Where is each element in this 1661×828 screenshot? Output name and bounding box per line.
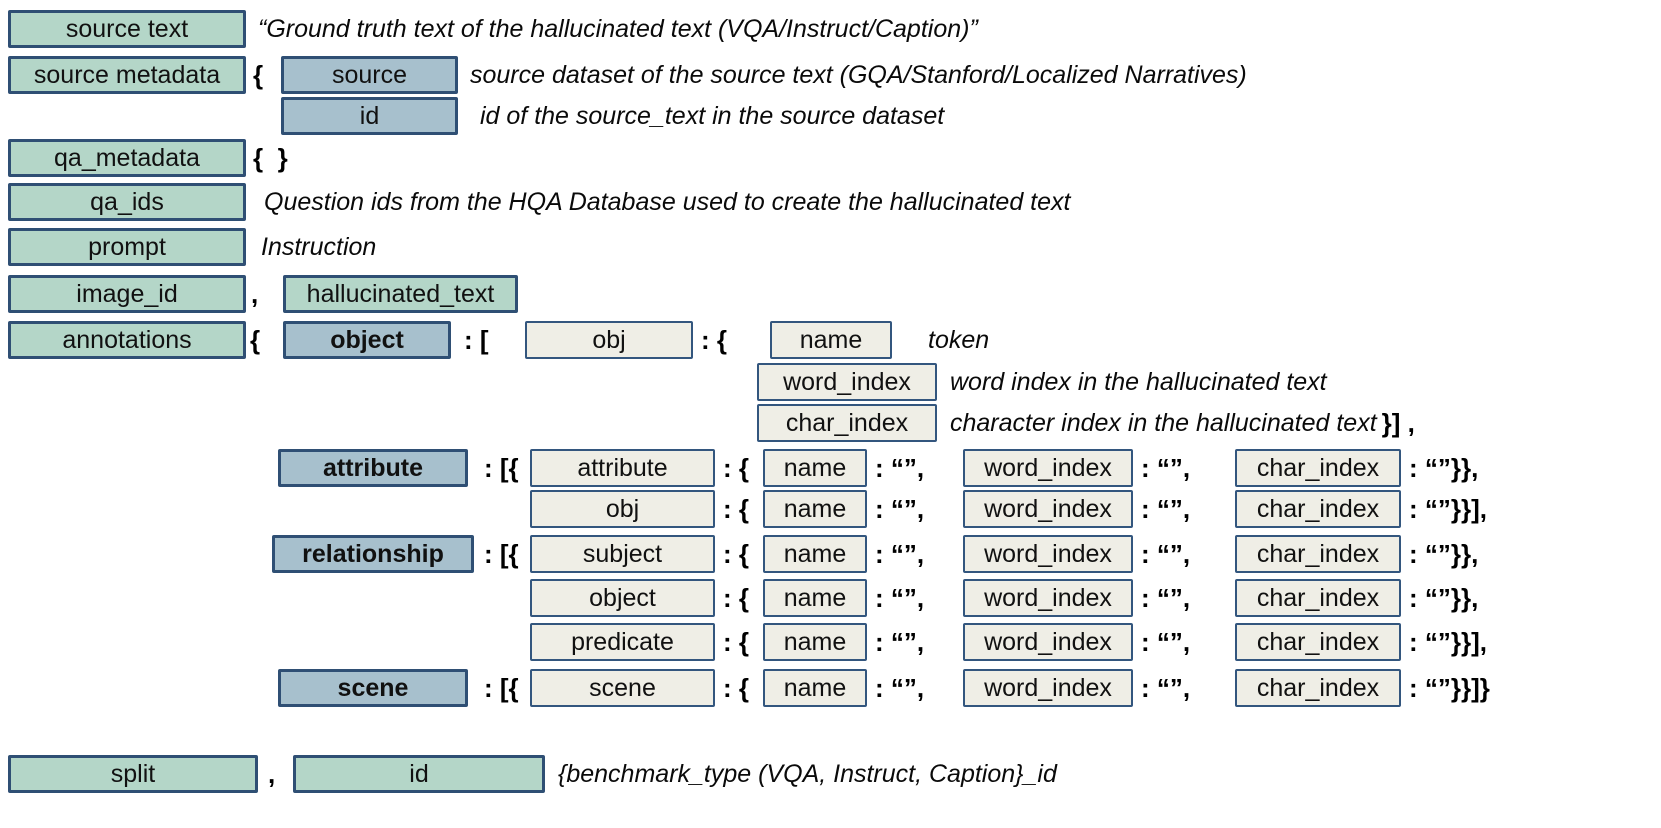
field-box-attribute: attribute <box>278 449 468 487</box>
field-box-word-index: word_index <box>963 449 1133 487</box>
punct-colon-bracket-brace: : [{ <box>484 672 519 703</box>
punct-row-tail: : “”}}]} <box>1409 672 1490 703</box>
field-box-name: name <box>763 579 867 617</box>
field-box-word-index: word_index <box>757 363 937 401</box>
field-box-source-text: source text <box>8 10 246 48</box>
punct-colon-quotes-comma: : “”, <box>1141 493 1191 524</box>
field-box-qa-metadata: qa_metadata <box>8 139 246 177</box>
desc-prompt: Instruction <box>261 232 377 261</box>
desc-benchmark-id: {benchmark_type (VQA, Instruct, Caption}… <box>558 759 1057 788</box>
field-box-predicate: predicate <box>530 623 715 661</box>
punct-colon-quotes-comma: : “”, <box>1141 672 1191 703</box>
punct-colon-bracket-brace: : [{ <box>484 538 519 569</box>
field-box-name: name <box>763 449 867 487</box>
punct-colon-quotes-comma: : “”, <box>1141 582 1191 613</box>
punct-close-object-array: }] , <box>1381 407 1415 438</box>
punct-row-tail: : “”}}, <box>1409 538 1479 569</box>
field-box-word-index: word_index <box>963 669 1133 707</box>
desc-word-index: word index in the hallucinated text <box>950 367 1327 396</box>
field-box-benchmark-id: id <box>293 755 545 793</box>
field-box-char-index: char_index <box>1235 490 1401 528</box>
desc-source: source dataset of the source text (GQA/S… <box>470 60 1247 89</box>
field-box-word-index: word_index <box>963 490 1133 528</box>
punct-colon-quotes-comma: : “”, <box>875 493 925 524</box>
field-box-word-index: word_index <box>963 535 1133 573</box>
punct-colon-bracket: : [ <box>464 324 489 355</box>
field-box-annotations: annotations <box>8 321 246 359</box>
field-box-name: name <box>763 669 867 707</box>
punct-colon-brace: : { <box>701 324 727 355</box>
punct-empty-object: { } <box>253 142 288 173</box>
punct-colon-quotes-comma: : “”, <box>1141 452 1191 483</box>
field-box-char-index: char_index <box>1235 579 1401 617</box>
punct-open-brace: { <box>250 324 261 355</box>
field-box-subject: subject <box>530 535 715 573</box>
desc-source-text: “Ground truth text of the hallucinated t… <box>258 14 978 43</box>
punct-open-brace: { <box>253 59 264 90</box>
desc-token: token <box>928 325 990 354</box>
field-box-attribute-inner: attribute <box>530 449 715 487</box>
field-box-name: name <box>770 321 892 359</box>
field-box-object: object <box>283 321 451 359</box>
punct-colon-brace: : { <box>723 493 749 524</box>
punct-colon-quotes-comma: : “”, <box>1141 626 1191 657</box>
field-box-prompt: prompt <box>8 228 246 266</box>
desc-char-index-row: character index in the hallucinated text… <box>950 404 1415 442</box>
field-box-char-index: char_index <box>1235 623 1401 661</box>
punct-colon-quotes-comma: : “”, <box>875 452 925 483</box>
field-box-qa-ids: qa_ids <box>8 183 246 221</box>
field-box-relationship: relationship <box>272 535 474 573</box>
desc-id: id of the source_text in the source data… <box>480 101 945 130</box>
field-box-image-id: image_id <box>8 275 246 313</box>
field-box-name: name <box>763 623 867 661</box>
field-box-name: name <box>763 490 867 528</box>
field-box-char-index: char_index <box>1235 449 1401 487</box>
desc-char-index: character index in the hallucinated text <box>950 408 1377 437</box>
punct-comma: , <box>251 278 259 309</box>
punct-colon-brace: : { <box>723 538 749 569</box>
punct-row-tail: : “”}}, <box>1409 582 1479 613</box>
field-box-char-index: char_index <box>1235 669 1401 707</box>
punct-colon-brace: : { <box>723 582 749 613</box>
field-box-obj: obj <box>525 321 693 359</box>
punct-row-tail: : “”}}, <box>1409 452 1479 483</box>
field-box-object-inner: object <box>530 579 715 617</box>
punct-row-tail: : “”}}], <box>1409 626 1487 657</box>
field-box-scene-inner: scene <box>530 669 715 707</box>
punct-colon-quotes-comma: : “”, <box>875 672 925 703</box>
desc-qa-ids: Question ids from the HQA Database used … <box>264 187 1071 216</box>
punct-row-tail: : “”}}], <box>1409 493 1487 524</box>
punct-comma: , <box>268 758 276 789</box>
field-box-source: source <box>281 56 458 94</box>
field-box-hallucinated-text: hallucinated_text <box>283 275 518 313</box>
field-box-id: id <box>281 97 458 135</box>
field-box-scene: scene <box>278 669 468 707</box>
field-box-word-index: word_index <box>963 579 1133 617</box>
punct-colon-quotes-comma: : “”, <box>875 538 925 569</box>
field-box-split: split <box>8 755 258 793</box>
field-box-char-index: char_index <box>1235 535 1401 573</box>
field-box-source-metadata: source metadata <box>8 56 246 94</box>
punct-colon-brace: : { <box>723 626 749 657</box>
punct-colon-quotes-comma: : “”, <box>875 582 925 613</box>
punct-colon-bracket-brace: : [{ <box>484 452 519 483</box>
field-box-char-index: char_index <box>757 404 937 442</box>
punct-colon-quotes-comma: : “”, <box>1141 538 1191 569</box>
field-box-obj-inner: obj <box>530 490 715 528</box>
field-box-name: name <box>763 535 867 573</box>
punct-colon-brace: : { <box>723 452 749 483</box>
punct-colon-brace: : { <box>723 672 749 703</box>
field-box-word-index: word_index <box>963 623 1133 661</box>
punct-colon-quotes-comma: : “”, <box>875 626 925 657</box>
